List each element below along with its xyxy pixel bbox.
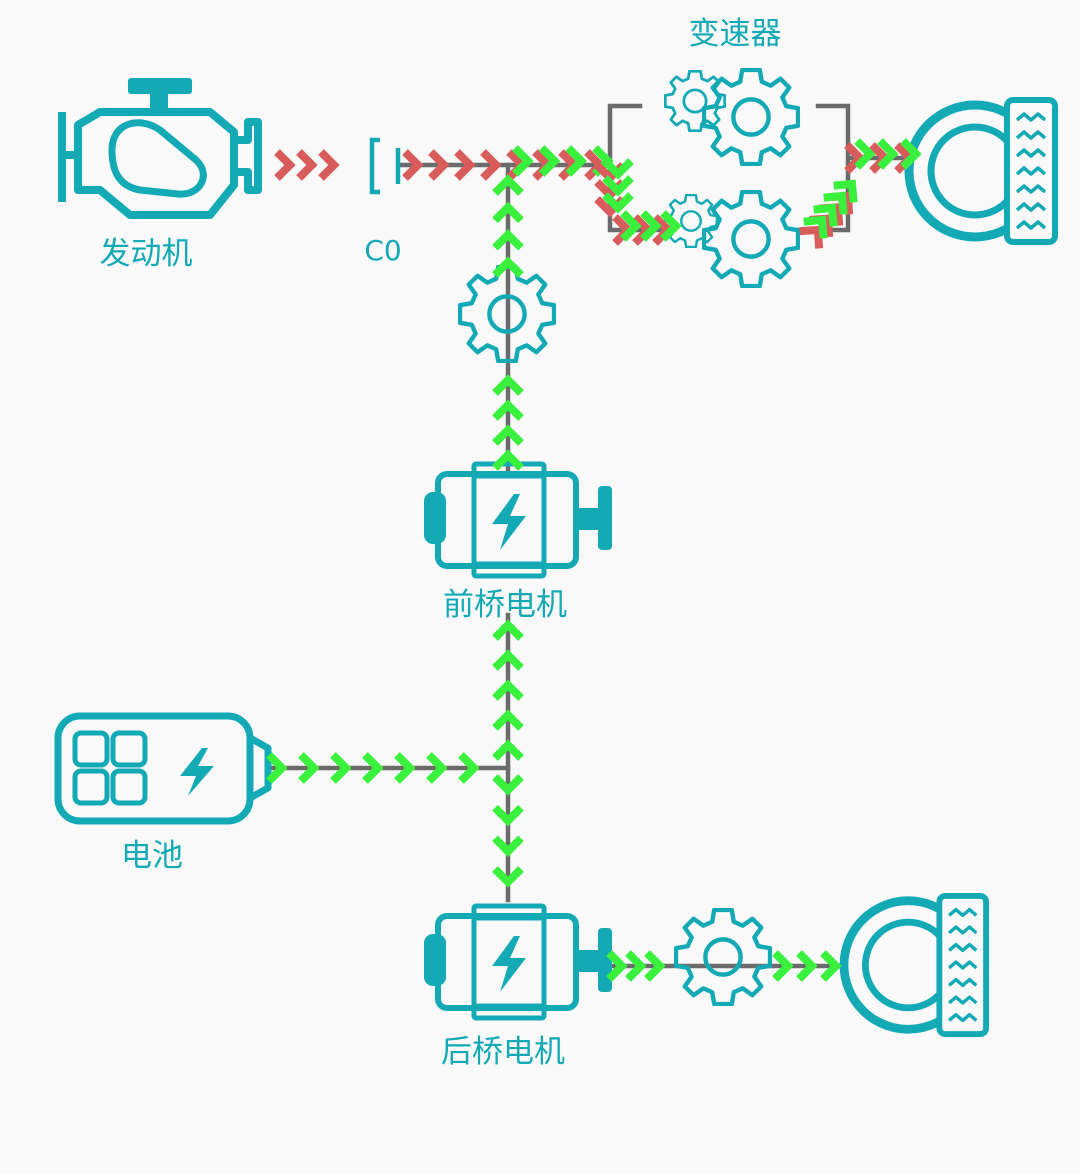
engine-flow-arrow bbox=[454, 149, 476, 181]
electric-flow-arrow bbox=[492, 679, 524, 701]
electric-flow-arrow bbox=[820, 950, 842, 982]
electric-flow-arrow bbox=[833, 179, 858, 203]
front-motor bbox=[424, 464, 612, 576]
electric-flow-arrow bbox=[266, 752, 288, 784]
electric-flow-arrow bbox=[298, 752, 320, 784]
electric-flow-arrow bbox=[854, 138, 876, 170]
electric-flow-arrow bbox=[330, 752, 352, 784]
rear-reduction-gear bbox=[676, 910, 770, 1004]
wheel-icon bbox=[844, 896, 986, 1034]
electric-flow-arrow bbox=[565, 145, 587, 177]
electric-flow-arrow bbox=[620, 210, 642, 242]
electric-flow-arrow bbox=[803, 215, 828, 239]
engine-icon bbox=[58, 78, 262, 219]
electric-flow-arrow bbox=[625, 950, 647, 982]
electric-flow-arrow bbox=[492, 804, 524, 827]
electric-flow-arrow bbox=[772, 950, 794, 982]
engine-flow-arrow bbox=[480, 149, 502, 181]
electric-motor-icon bbox=[424, 464, 612, 576]
electric-flow-arrow bbox=[394, 752, 416, 784]
engine-flow-arrow bbox=[318, 149, 340, 181]
electric-flow-arrow bbox=[458, 752, 480, 784]
wheel-icon bbox=[909, 100, 1055, 242]
front-motor-label: 前桥电机 bbox=[443, 587, 567, 623]
transmission bbox=[664, 70, 798, 286]
electric-flow-arrow bbox=[492, 835, 524, 857]
electric-flow-arrow bbox=[602, 175, 634, 197]
clutch-c0 bbox=[369, 137, 401, 195]
electric-flow-arrow bbox=[823, 191, 848, 215]
clutch-icon bbox=[369, 137, 401, 195]
engine-flow-arrow bbox=[428, 149, 450, 181]
electric-flow-arrow bbox=[492, 399, 524, 421]
engine-label: 发动机 bbox=[100, 236, 193, 272]
electric-flow-arrow bbox=[660, 210, 682, 242]
electric-motor-icon bbox=[424, 906, 612, 1018]
electric-flow-arrow bbox=[538, 145, 561, 177]
electric-flow-arrow bbox=[877, 138, 899, 170]
engine-flow-arrow bbox=[799, 225, 824, 249]
battery-label: 电池 bbox=[121, 838, 183, 874]
electric-flow-arrow bbox=[644, 950, 666, 982]
electric-flow-arrow bbox=[602, 158, 634, 180]
electric-flow-arrow bbox=[512, 145, 534, 177]
electric-flow-arrow bbox=[640, 210, 662, 242]
battery bbox=[54, 712, 272, 825]
electric-flow-arrow bbox=[602, 192, 634, 214]
rear-motor bbox=[424, 906, 612, 1018]
electric-flow-arrow bbox=[606, 950, 628, 982]
electric-flow-arrow bbox=[426, 752, 448, 784]
gear-icon bbox=[704, 192, 798, 286]
electric-flow-arrow bbox=[492, 201, 524, 224]
engine-flow-arrow bbox=[274, 149, 296, 181]
transmission-label: 变速器 bbox=[689, 16, 782, 52]
electric-flow-arrow bbox=[362, 752, 384, 784]
electric-flow-arrow bbox=[492, 229, 524, 251]
power-flow-arrows bbox=[266, 138, 922, 982]
electric-flow-arrow bbox=[492, 374, 524, 396]
electric-flow-arrow bbox=[492, 424, 524, 446]
engine bbox=[58, 78, 262, 219]
electric-flow-arrow bbox=[492, 449, 524, 471]
electric-flow-arrow bbox=[492, 774, 524, 796]
electric-flow-arrow bbox=[492, 709, 524, 731]
front-wheel bbox=[909, 100, 1055, 242]
rear-wheel bbox=[844, 896, 986, 1034]
electric-flow-arrow bbox=[492, 739, 524, 761]
engine-flow-arrow bbox=[402, 149, 424, 181]
engine-flow-arrow bbox=[844, 142, 866, 174]
electric-flow-arrow bbox=[492, 174, 524, 196]
battery-icon bbox=[54, 712, 272, 825]
electric-flow-arrow bbox=[492, 649, 524, 671]
electric-flow-arrow bbox=[492, 256, 524, 278]
electric-flow-arrow bbox=[492, 619, 524, 641]
electric-flow-arrow bbox=[813, 203, 838, 227]
engine-flow-arrow bbox=[296, 149, 318, 181]
electric-flow-arrow bbox=[900, 138, 922, 170]
gear-icon bbox=[676, 910, 770, 1004]
clutch-label: C0 bbox=[364, 234, 401, 267]
electric-flow-arrow bbox=[796, 950, 818, 982]
electric-flow-arrow bbox=[492, 866, 524, 888]
rear-motor-label: 后桥电机 bbox=[441, 1034, 565, 1070]
